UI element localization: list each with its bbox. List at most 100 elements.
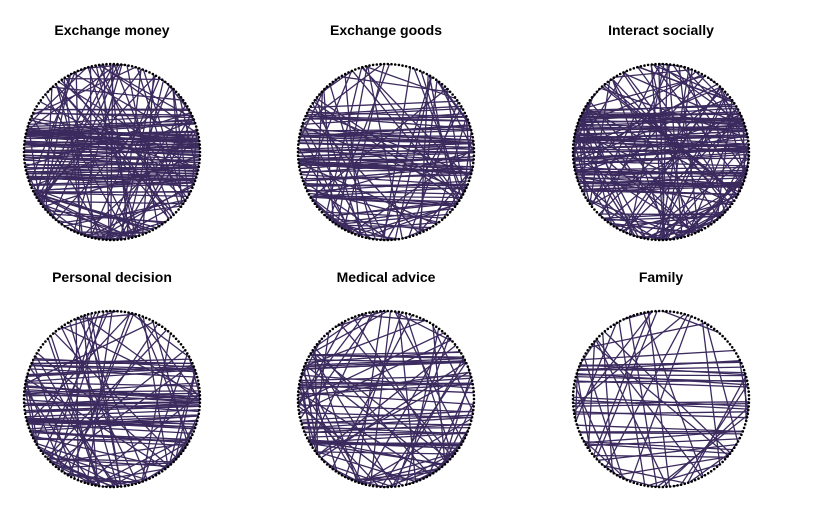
network-node: [33, 355, 37, 358]
network-node: [160, 470, 164, 473]
node-ring: [571, 309, 751, 489]
network-edge: [24, 405, 200, 413]
network-node: [309, 196, 312, 199]
network-node: [443, 463, 447, 466]
network-node: [63, 225, 67, 228]
network-node: [657, 62, 661, 66]
network-node: [328, 82, 332, 86]
network-node: [194, 423, 198, 426]
network-node: [401, 484, 404, 487]
network-node: [639, 483, 643, 486]
network-node: [76, 316, 80, 320]
network-node: [706, 472, 710, 475]
network-node: [364, 236, 368, 239]
network-node: [301, 368, 305, 372]
network-node: [586, 102, 589, 105]
network-node: [715, 218, 719, 222]
network-edge: [300, 159, 474, 174]
network-node: [300, 125, 304, 128]
network-node: [393, 238, 397, 241]
network-edge: [32, 112, 192, 116]
network-node: [386, 485, 390, 489]
network-node: [166, 465, 170, 469]
network-edge: [572, 149, 750, 153]
network-node: [307, 440, 311, 443]
network-node: [304, 186, 307, 190]
network-edge: [72, 72, 201, 148]
network-edge: [299, 136, 474, 144]
network-node: [661, 238, 665, 242]
network-node: [588, 202, 592, 205]
network-node: [584, 196, 587, 199]
network-node: [123, 310, 127, 314]
network-node: [134, 235, 137, 239]
network-node: [301, 179, 305, 183]
network-node: [313, 202, 317, 205]
network-node: [307, 108, 311, 111]
network-edge: [30, 364, 195, 370]
network-node: [343, 475, 347, 479]
network-edge: [93, 435, 193, 486]
network-node: [354, 315, 357, 318]
network-node: [305, 111, 309, 115]
network-node: [299, 375, 303, 379]
network-node: [101, 238, 105, 241]
network-node: [186, 352, 189, 355]
network-edge: [621, 200, 735, 232]
network-node: [37, 199, 40, 202]
network-node: [302, 430, 306, 433]
network-node: [25, 375, 29, 379]
network-node: [134, 482, 137, 486]
network-node: [69, 72, 73, 76]
network-node: [163, 80, 167, 84]
network-node: [715, 82, 719, 86]
network-panel-exchange-goods: Exchange goods: [276, 2, 496, 242]
network-node: [337, 472, 341, 475]
network-node: [571, 397, 575, 401]
network-node: [636, 482, 639, 486]
network-node: [311, 446, 314, 449]
circular-network-graph: [296, 62, 476, 242]
network-node: [466, 430, 470, 433]
network-edge: [300, 130, 352, 233]
network-node: [747, 154, 751, 157]
network-node: [112, 238, 116, 242]
network-edge: [646, 463, 721, 487]
network-edge: [297, 142, 474, 150]
network-node: [582, 108, 586, 111]
network-node: [41, 452, 45, 455]
network-edge: [310, 352, 394, 488]
network-node: [434, 325, 438, 328]
network-node: [26, 125, 30, 128]
network-node: [60, 78, 64, 81]
network-node: [179, 96, 183, 99]
network-node: [465, 433, 468, 437]
network-edge: [321, 211, 445, 219]
network-node: [661, 62, 665, 66]
network-edge: [172, 88, 183, 206]
network-node: [579, 361, 582, 365]
network-node: [375, 63, 379, 66]
network-node: [609, 470, 613, 473]
network-node: [422, 230, 425, 233]
network-node: [590, 452, 594, 455]
network-node: [23, 139, 27, 143]
network-node: [741, 118, 745, 121]
network-edge: [573, 411, 748, 419]
network-node: [192, 365, 196, 368]
network-node: [622, 477, 625, 480]
network-node: [411, 67, 415, 70]
network-node: [574, 172, 578, 176]
network-node: [665, 309, 668, 313]
network-node: [382, 238, 386, 242]
network-edge: [36, 352, 170, 467]
network-edge: [317, 344, 457, 456]
network-node: [636, 312, 639, 316]
network-node: [137, 314, 141, 317]
network-node: [198, 147, 202, 150]
network-node: [87, 482, 90, 486]
network-edge: [585, 443, 731, 455]
network-node: [573, 416, 577, 419]
network-node: [361, 482, 364, 486]
network-node: [340, 473, 344, 477]
